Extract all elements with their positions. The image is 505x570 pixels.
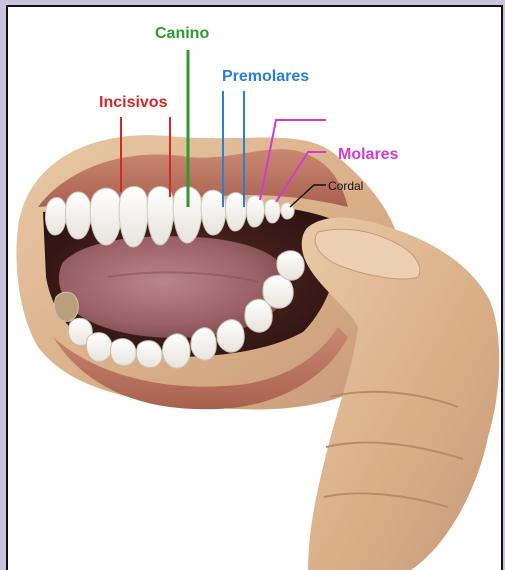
- teeth-diagram: Canino Premolares Incisivos Molares Cord…: [8, 7, 503, 570]
- canino-label: Canino: [155, 25, 209, 42]
- cordal-label: Cordal: [328, 179, 363, 193]
- premolares-label: Premolares: [222, 68, 309, 85]
- molares-label: Molares: [338, 146, 399, 163]
- incisivos-label: Incisivos: [99, 94, 168, 111]
- image-panel: Canino Premolares Incisivos Molares Cord…: [6, 5, 503, 570]
